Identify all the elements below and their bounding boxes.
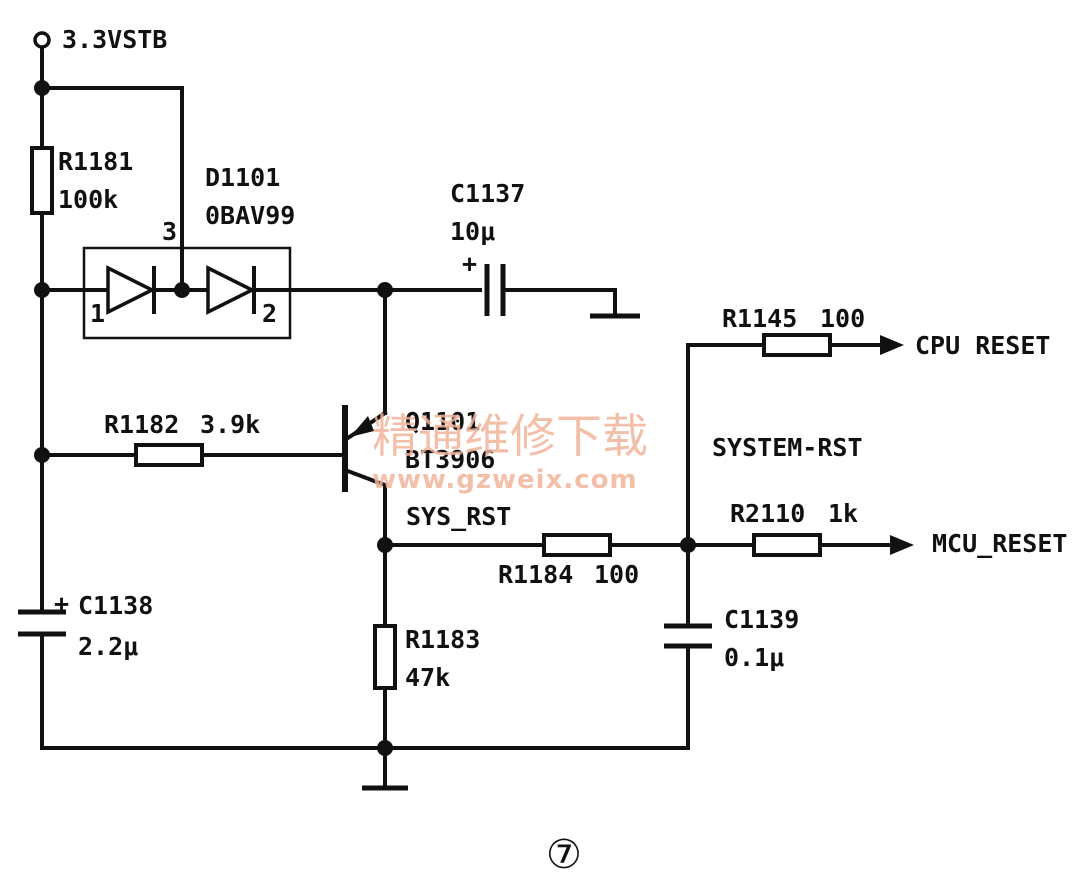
d1101-pin2: 2 (262, 299, 277, 328)
capacitor-c1137 (484, 264, 506, 316)
r1181-value: 100k (58, 185, 118, 214)
mcu-reset-label: MCU_RESET (932, 529, 1067, 558)
c1137-ref: C1137 (450, 179, 525, 208)
c1137-value: 10μ (450, 217, 495, 246)
cpu-reset-label: CPU RESET (915, 331, 1050, 360)
r1182-ref: R1182 (104, 410, 179, 439)
watermark-chinese: 精通维修下载 (372, 409, 648, 463)
resistor-r1181 (30, 146, 54, 215)
c1138-ref: C1138 (78, 591, 153, 620)
system-rst-label: SYSTEM-RST (712, 433, 863, 462)
figure-number: ⑦ (546, 832, 582, 878)
diode-1-symbol (106, 265, 156, 315)
resistor-r1145 (762, 333, 832, 357)
r1182-value: 3.9k (200, 410, 260, 439)
mcu-reset-arrow (890, 535, 914, 555)
r1184-ref: R1184 (498, 560, 573, 589)
r2110-ref: R2110 (730, 499, 805, 528)
r2110-value: 1k (828, 499, 858, 528)
d1101-pin1: 1 (90, 299, 105, 328)
transistor-q1101 (342, 405, 388, 492)
supply-label: 3.3VSTB (62, 25, 167, 54)
c1139-ref: C1139 (724, 605, 799, 634)
resistor-r1184 (542, 533, 612, 557)
capacitor-c1139 (664, 623, 712, 649)
diode-package-d1101 (82, 246, 292, 340)
q1101-part: BT3906 (405, 445, 495, 474)
r1183-value: 47k (405, 663, 450, 692)
d1101-ref: D1101 (205, 163, 280, 192)
cpu-reset-arrow (880, 335, 904, 355)
r1145-value: 100 (820, 304, 865, 333)
resistor-r1183 (373, 624, 397, 690)
r1181-ref: R1181 (58, 147, 133, 176)
c1138-value: 2.2μ (78, 632, 138, 661)
d1101-part: 0BAV99 (205, 201, 295, 230)
r1145-ref: R1145 (722, 304, 797, 333)
q1101-ref: Q1101 (405, 407, 480, 436)
capacitor-c1138 (18, 609, 66, 637)
resistor-r2110 (752, 533, 822, 557)
supply-terminal (33, 31, 51, 49)
c1137-polarity: + (462, 249, 477, 278)
r1184-value: 100 (594, 560, 639, 589)
c1138-polarity: + (54, 589, 69, 618)
watermark-url: www.gzweix.com (372, 465, 638, 495)
junction-dots (34, 80, 696, 756)
d1101-pin3: 3 (162, 217, 177, 246)
sys-rst-label: SYS_RST (406, 502, 511, 531)
resistor-r1182 (134, 443, 204, 467)
diode-2-symbol (206, 265, 256, 315)
c1139-value: 0.1μ (724, 643, 784, 672)
r1183-ref: R1183 (405, 625, 480, 654)
